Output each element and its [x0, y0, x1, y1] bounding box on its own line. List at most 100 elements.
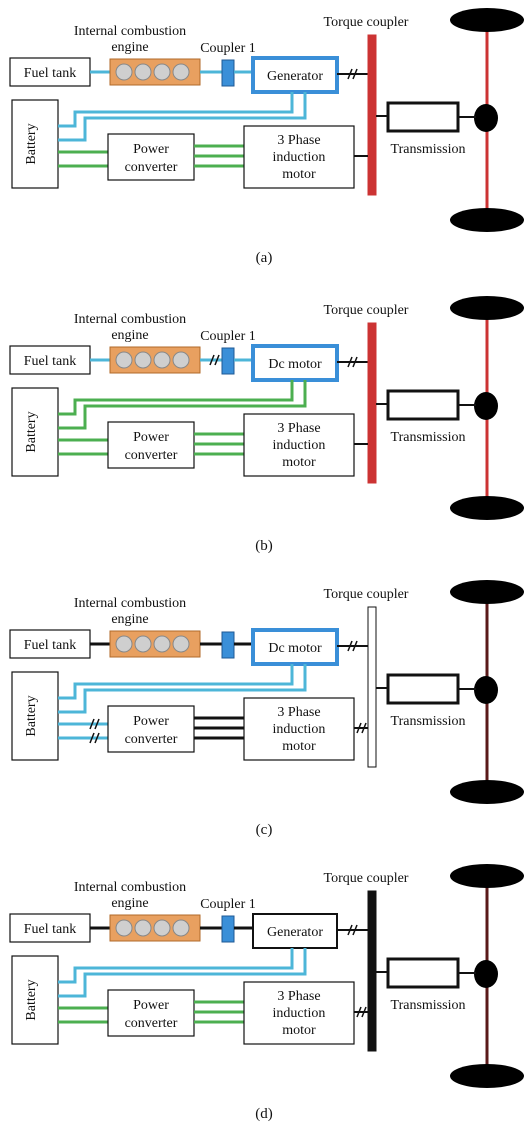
- fuel-tank-box: [9, 345, 91, 375]
- engine-cylinder-icon: [134, 919, 152, 937]
- torque-coupler-bar: [367, 606, 377, 768]
- power-converter-label-line1: Power: [133, 430, 169, 445]
- coupler-1-icon: [221, 915, 235, 943]
- battery-label: Battery: [24, 123, 39, 164]
- front-wheel-icon: [450, 296, 524, 320]
- fuel-tank-label: Fuel tank: [24, 638, 77, 653]
- engine-cylinder-icon: [172, 63, 190, 81]
- transmission-box: [386, 389, 460, 421]
- transmission-label: Transmission: [391, 998, 466, 1013]
- engine-label-line1: Internal combustion: [74, 24, 186, 39]
- clutch-break-icon: [356, 722, 367, 734]
- motor-label-line1: 3 Phase: [277, 989, 320, 1004]
- front-wheel-icon: [450, 864, 524, 888]
- coupler-1-icon: [221, 347, 235, 375]
- torque-coupler-label: Torque coupler: [324, 871, 409, 886]
- transmission-box: [386, 673, 460, 705]
- power-converter-label-line2: converter: [125, 448, 178, 463]
- coupler-label: Coupler 1: [200, 41, 256, 56]
- induction-motor-box: [243, 125, 355, 189]
- engine-cylinder-icon: [115, 351, 133, 369]
- power-converter-label-line1: Power: [133, 714, 169, 729]
- induction-motor-box: [243, 697, 355, 761]
- differential-icon: [474, 104, 498, 132]
- engine-label-line1: Internal combustion: [74, 596, 186, 611]
- battery-box: [11, 671, 59, 761]
- engine-cylinder-icon: [172, 919, 190, 937]
- panel-caption: (b): [255, 538, 273, 554]
- engine-label-line1: Internal combustion: [74, 880, 186, 895]
- power-converter-label-line1: Power: [133, 998, 169, 1013]
- machine-label: Generator: [267, 69, 323, 84]
- motor-label-line2: induction: [273, 1006, 326, 1021]
- motor-label-line3: motor: [282, 455, 316, 470]
- clutch-break-icon: [89, 718, 100, 730]
- engine-cylinder-icon: [153, 63, 171, 81]
- fuel-tank-label: Fuel tank: [24, 354, 77, 369]
- torque-coupler-bar: [367, 890, 377, 1052]
- rear-wheel-icon: [450, 496, 524, 520]
- clutch-break-icon: [347, 640, 358, 652]
- battery-machine-line: [58, 92, 307, 142]
- clutch-break-icon: [89, 732, 100, 744]
- motor-label-line2: induction: [273, 150, 326, 165]
- battery-machine-line: [58, 664, 307, 714]
- motor-label-line2: induction: [273, 438, 326, 453]
- fuel-tank-label: Fuel tank: [24, 922, 77, 937]
- coupler-label: Coupler 1: [200, 329, 256, 344]
- transmission-box: [386, 957, 460, 989]
- engine-cylinder-icon: [115, 635, 133, 653]
- differential-icon: [474, 960, 498, 988]
- machine-label: Generator: [267, 925, 323, 940]
- front-wheel-icon: [450, 580, 524, 604]
- engine-label-line2: engine: [111, 328, 148, 343]
- power-converter-label-line2: converter: [125, 160, 178, 175]
- engine-cylinder-icon: [153, 919, 171, 937]
- rear-wheel-icon: [450, 780, 524, 804]
- motor-label-line2: induction: [273, 722, 326, 737]
- battery-box: [11, 387, 59, 477]
- engine-label-line2: engine: [111, 40, 148, 55]
- power-converter-box: [107, 705, 195, 753]
- engine-cylinder-icon: [153, 635, 171, 653]
- panel-caption: (d): [255, 1106, 273, 1122]
- engine-cylinder-icon: [134, 635, 152, 653]
- battery-label: Battery: [24, 979, 39, 1020]
- coupler-1-icon: [221, 631, 235, 659]
- battery-label: Battery: [24, 411, 39, 452]
- battery-box: [11, 99, 59, 189]
- battery-machine-line: [58, 664, 294, 700]
- rear-wheel-icon: [450, 208, 524, 232]
- battery-machine-line: [58, 948, 294, 984]
- torque-coupler-bar: [367, 34, 377, 196]
- clutch-break-icon: [347, 356, 358, 368]
- clutch-break-icon: [347, 68, 358, 80]
- engine-cylinder-icon: [172, 635, 190, 653]
- panel-caption: (c): [256, 822, 273, 838]
- transmission-label: Transmission: [391, 714, 466, 729]
- torque-coupler-label: Torque coupler: [324, 15, 409, 30]
- coupler-1-icon: [221, 59, 235, 87]
- machine-label: Dc motor: [268, 357, 322, 372]
- clutch-break-icon: [209, 354, 220, 366]
- machine-box: [252, 913, 338, 949]
- power-converter-box: [107, 133, 195, 181]
- torque-coupler-label: Torque coupler: [324, 587, 409, 602]
- coupler-label: Coupler 1: [200, 897, 256, 912]
- engine-cylinder-icon: [134, 351, 152, 369]
- power-converter-label-line2: converter: [125, 1016, 178, 1031]
- power-converter-label-line2: converter: [125, 732, 178, 747]
- power-converter-label-line1: Power: [133, 142, 169, 157]
- differential-icon: [474, 392, 498, 420]
- power-converter-box: [107, 989, 195, 1037]
- rear-wheel-icon: [450, 1064, 524, 1088]
- engine-label-line1: Internal combustion: [74, 312, 186, 327]
- engine-cylinder-icon: [115, 63, 133, 81]
- clutch-break-icon: [347, 924, 358, 936]
- transmission-label: Transmission: [391, 430, 466, 445]
- engine-label-line2: engine: [111, 896, 148, 911]
- battery-machine-line: [58, 380, 307, 430]
